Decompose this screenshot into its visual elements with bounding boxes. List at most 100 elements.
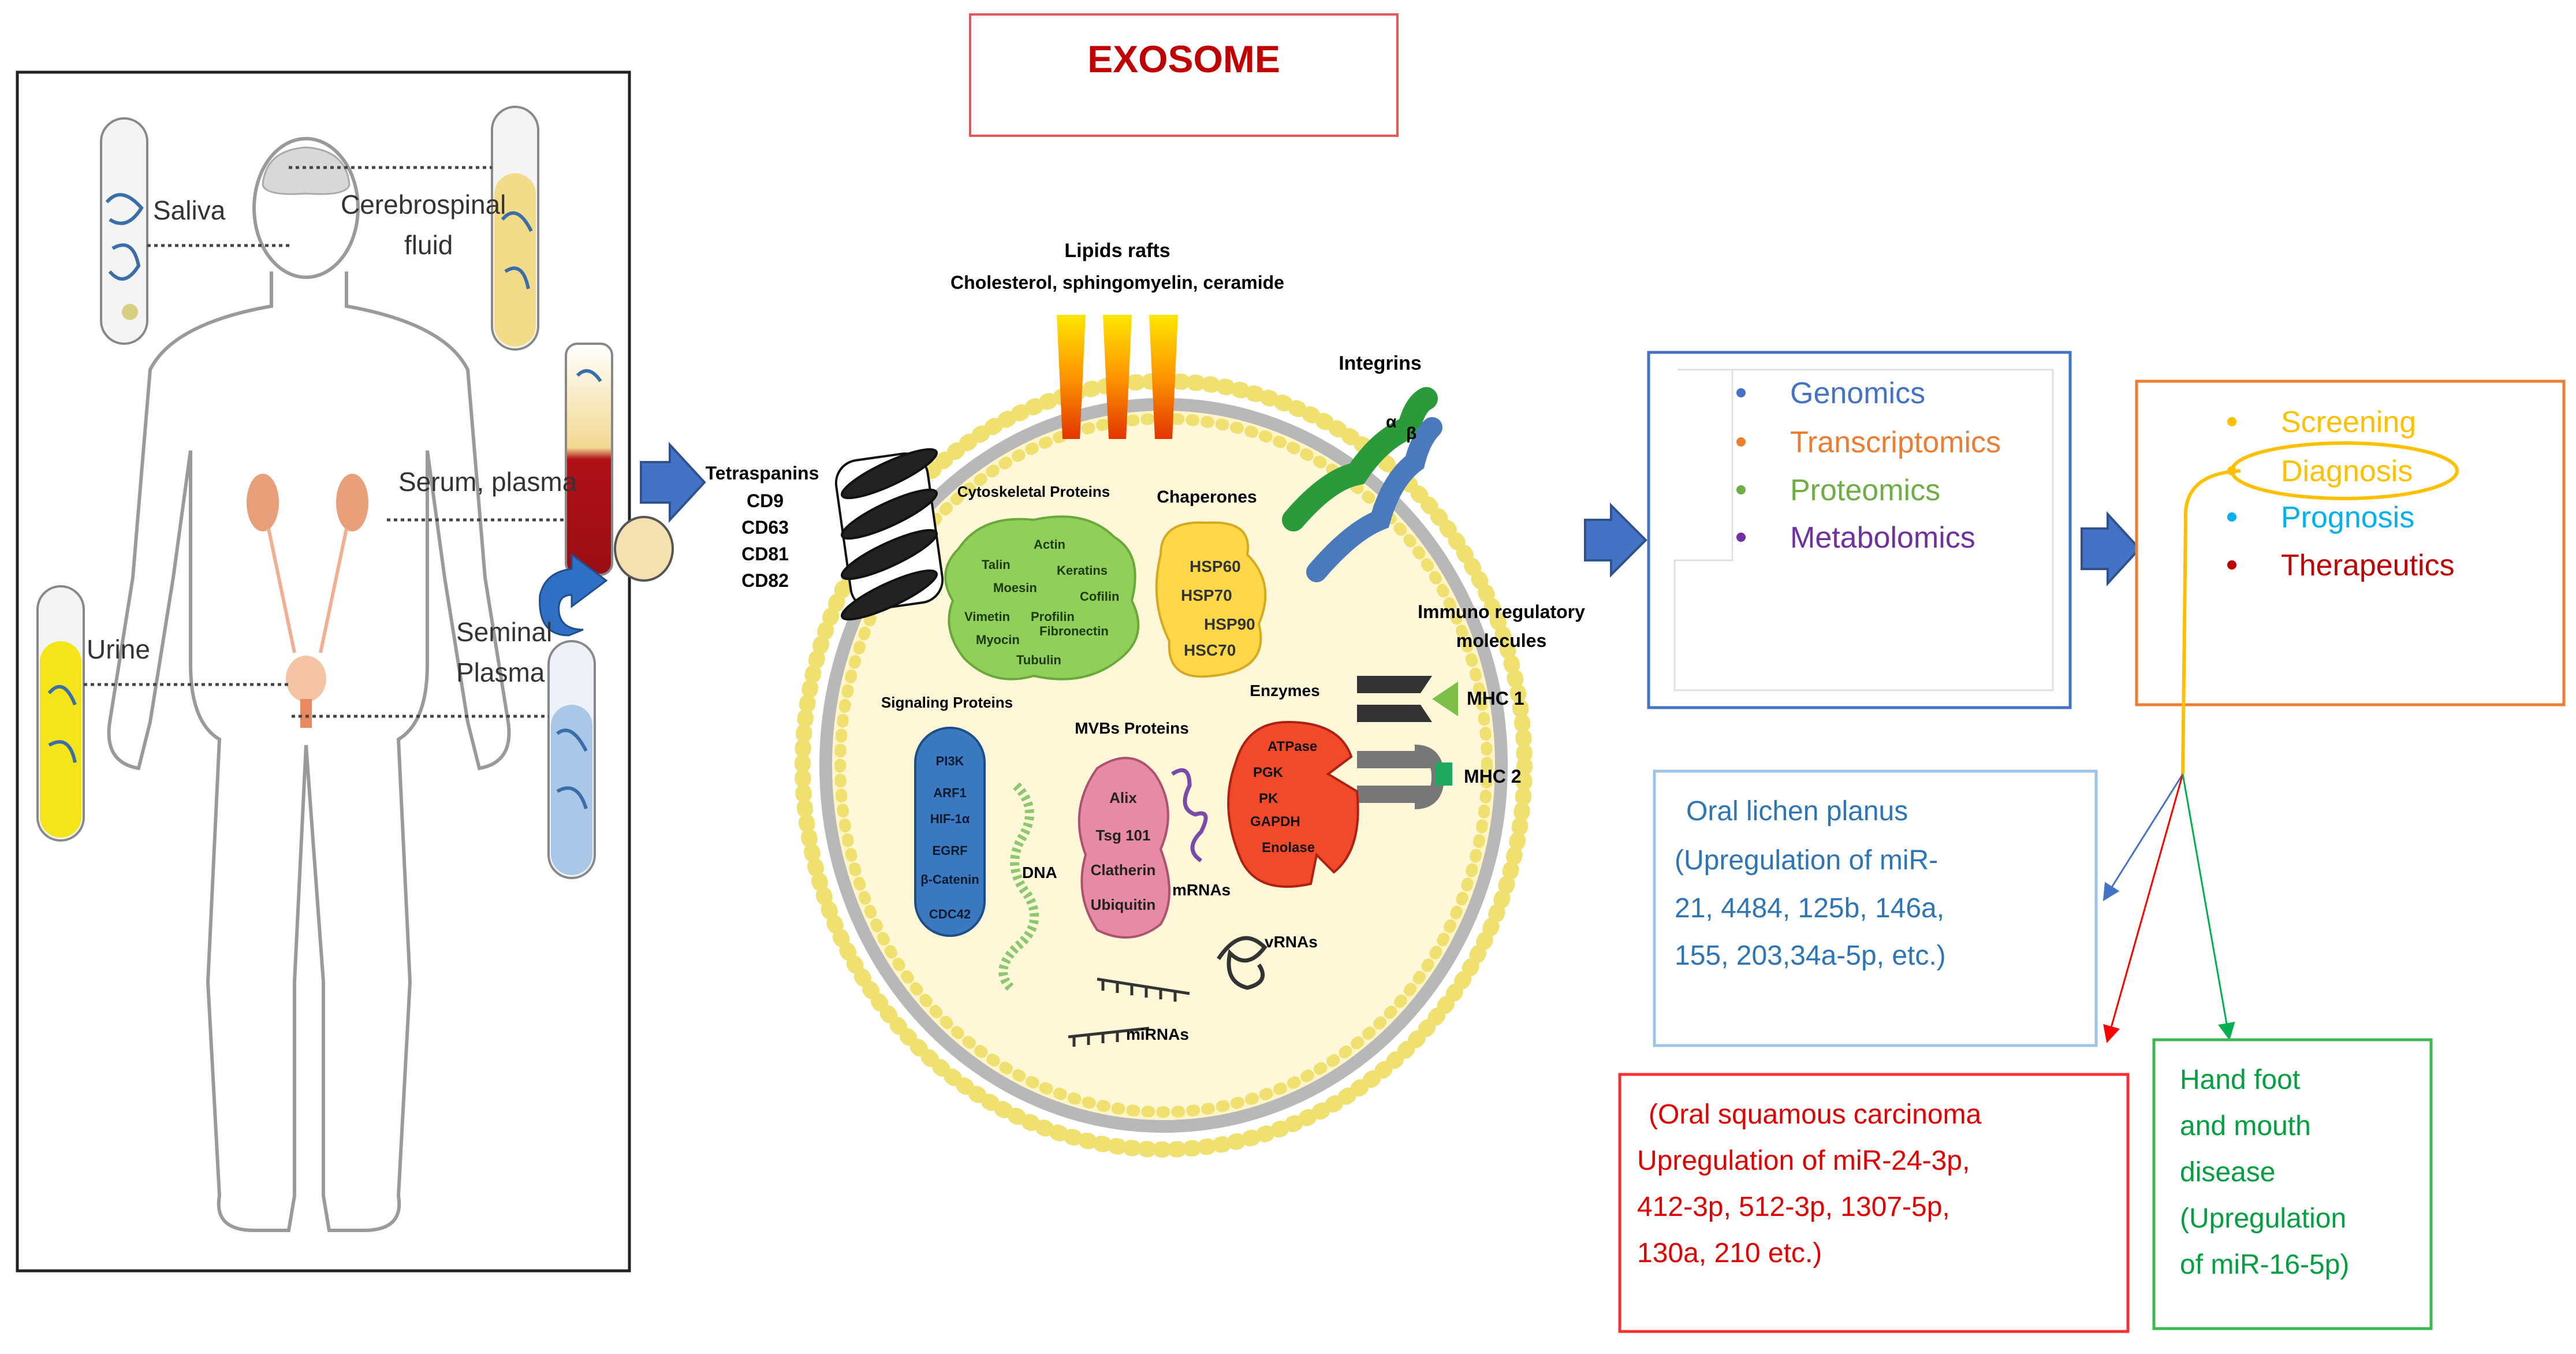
bladder-icon (286, 656, 326, 702)
tetraspanin-cd63: CD63 (741, 517, 789, 538)
urine-label: Urine (87, 634, 150, 664)
cyto-fibronectin: Fibronectin (1039, 624, 1109, 638)
arrow-to-omics (1584, 503, 1647, 578)
mrna-icon (1171, 768, 1208, 862)
signal-arf1: ARF1 (933, 786, 966, 800)
page-title: EXOSOME (1087, 38, 1280, 80)
hfmd-line-5: of miR-16-5p) (2180, 1249, 2349, 1280)
app-item-therapeutics: Therapeutics (2281, 549, 2455, 582)
enzymes-blob (1227, 720, 1359, 888)
arrow-to-exosome (640, 441, 706, 523)
immuno-title-1: Immuno regulatory (1418, 601, 1585, 622)
csf-label-2: fluid (404, 230, 453, 260)
lipid-rafts-subtitle: Cholesterol, sphingomyelin, ceramide (950, 272, 1284, 293)
app-item-diagnosis: Diagnosis (2281, 455, 2413, 488)
lichen-line-4: 155, 203,34a-5p, etc.) (1675, 940, 1946, 971)
cytoskeletal-blob (944, 515, 1140, 680)
csf-tube-icon (491, 106, 539, 351)
cyto-vimetin: Vimetin (964, 609, 1010, 624)
mirna-icon (1068, 977, 1190, 1047)
applications-list: Screening Diagnosis Prognosis Therapeuti… (2227, 406, 2455, 582)
omics-item-proteomics: Proteomics (1790, 474, 1940, 507)
urine-tube-icon (36, 585, 85, 842)
tetraspanins-title: Tetraspanins (706, 463, 819, 483)
chaperones-blob (1155, 521, 1267, 678)
cyto-tubulin: Tubulin (1016, 653, 1061, 667)
seminal-label-2: Plasma (456, 657, 545, 687)
enzyme-enolase: Enolase (1262, 840, 1315, 855)
applications-box (2135, 380, 2566, 706)
tetraspanin-cd82: CD82 (741, 570, 789, 591)
hfmd-line-2: and mouth (2180, 1111, 2311, 1141)
vrnas-label: vRNAs (1265, 933, 1318, 951)
tetraspanin-icon (834, 448, 944, 621)
tetraspanin-cd81: CD81 (741, 544, 789, 564)
ureters (267, 528, 348, 653)
serum-label: Serum, plasma (398, 467, 577, 497)
carcinoma-line-2: Upregulation of miR-24-3p, (1637, 1145, 1970, 1176)
app-item-screening: Screening (2281, 406, 2416, 439)
hfmd-line-4: (Upregulation (2180, 1203, 2346, 1234)
tetraspanin-cd9: CD9 (747, 490, 784, 511)
signal-hif: HIF-1α (930, 812, 970, 826)
integrins-icon (1282, 387, 1442, 582)
urethra-icon (300, 699, 312, 728)
mvb-ubiquitin: Ubiquitin (1091, 896, 1156, 913)
human-body-icon (107, 137, 511, 1232)
cyto-keratins: Keratins (1057, 563, 1108, 578)
csf-label-1: Cerebrospinal (341, 189, 506, 220)
omics-item-genomics: Genomics (1790, 377, 1925, 410)
omics-list: Genomics Transcriptomics Proteomics Meta… (1736, 377, 2001, 555)
signal-catenin: β-Catenin (920, 872, 979, 887)
diagnosis-connector (2181, 469, 2241, 775)
cyto-moesin: Moesin (993, 581, 1037, 595)
chaperone-hsp60: HSP60 (1190, 557, 1241, 575)
mvb-clatherin: Clatherin (1091, 861, 1156, 879)
lipid-rafts-icon (1057, 315, 1178, 439)
cyto-profilin: Profilin (1031, 609, 1075, 624)
mrnas-label: mRNAs (1172, 881, 1231, 899)
kidney-left-icon (247, 474, 279, 531)
chaperone-hsp70: HSP70 (1181, 586, 1232, 604)
serum-tube-icon (565, 343, 613, 576)
mvb-alix: Alix (1109, 789, 1137, 806)
omics-item-transcriptomics: Transcriptomics (1790, 426, 2001, 459)
enzymes-title: Enzymes (1250, 682, 1319, 700)
hfmd-line-1: Hand foot (2180, 1065, 2300, 1095)
signaling-title: Signaling Proteins (881, 694, 1013, 711)
mhc1-label: MHC 1 (1467, 688, 1524, 709)
omics-box (1647, 351, 2072, 709)
mirnas-label: miRNAs (1126, 1025, 1189, 1043)
cyto-talin: Talin (982, 557, 1011, 572)
curved-blue-arrow (539, 553, 608, 637)
vrna-icon (1217, 936, 1268, 990)
chaperone-hsc70: HSC70 (1184, 641, 1236, 659)
omics-item-metabolomics: Metabolomics (1790, 521, 1975, 555)
lichen-box (1653, 769, 2098, 1047)
app-item-prognosis: Prognosis (2281, 501, 2414, 534)
signaling-blob (914, 727, 986, 937)
saliva-label: Saliva (153, 195, 226, 225)
integrins-label: Integrins (1339, 352, 1422, 374)
lichen-line-3: 21, 4484, 125b, 146a, (1675, 893, 1944, 924)
mhc2-label: MHC 2 (1464, 766, 1522, 787)
carcinoma-box (1618, 1073, 2130, 1333)
integrin-alpha-label: α (1386, 412, 1397, 432)
lipid-rafts-title: Lipids rafts (1064, 240, 1170, 262)
mvb-tsg101: Tsg 101 (1096, 827, 1151, 844)
cyto-cofilin: Cofilin (1080, 589, 1119, 604)
chaperones-title: Chaperones (1157, 488, 1257, 507)
carcinoma-line-1: (Oral squamous carcinoma (1649, 1099, 1982, 1130)
cyto-myocin: Myocin (976, 633, 1020, 647)
carcinoma-line-4: 130a, 210 etc.) (1637, 1238, 1822, 1269)
integrin-beta-label: β (1406, 424, 1416, 443)
kidney-right-icon (336, 474, 368, 531)
immuno-title-2: molecules (1456, 630, 1547, 651)
signal-cdc42: CDC42 (929, 907, 971, 921)
dna-icon (998, 782, 1039, 991)
hfmd-box (2152, 1038, 2433, 1330)
enzyme-pgk: PGK (1253, 765, 1284, 780)
lichen-line-1: Oral lichen planus (1686, 796, 1908, 827)
title-box (969, 13, 1399, 137)
carcinoma-line-3: 412-3p, 512-3p, 1307-5p, (1637, 1192, 1950, 1222)
